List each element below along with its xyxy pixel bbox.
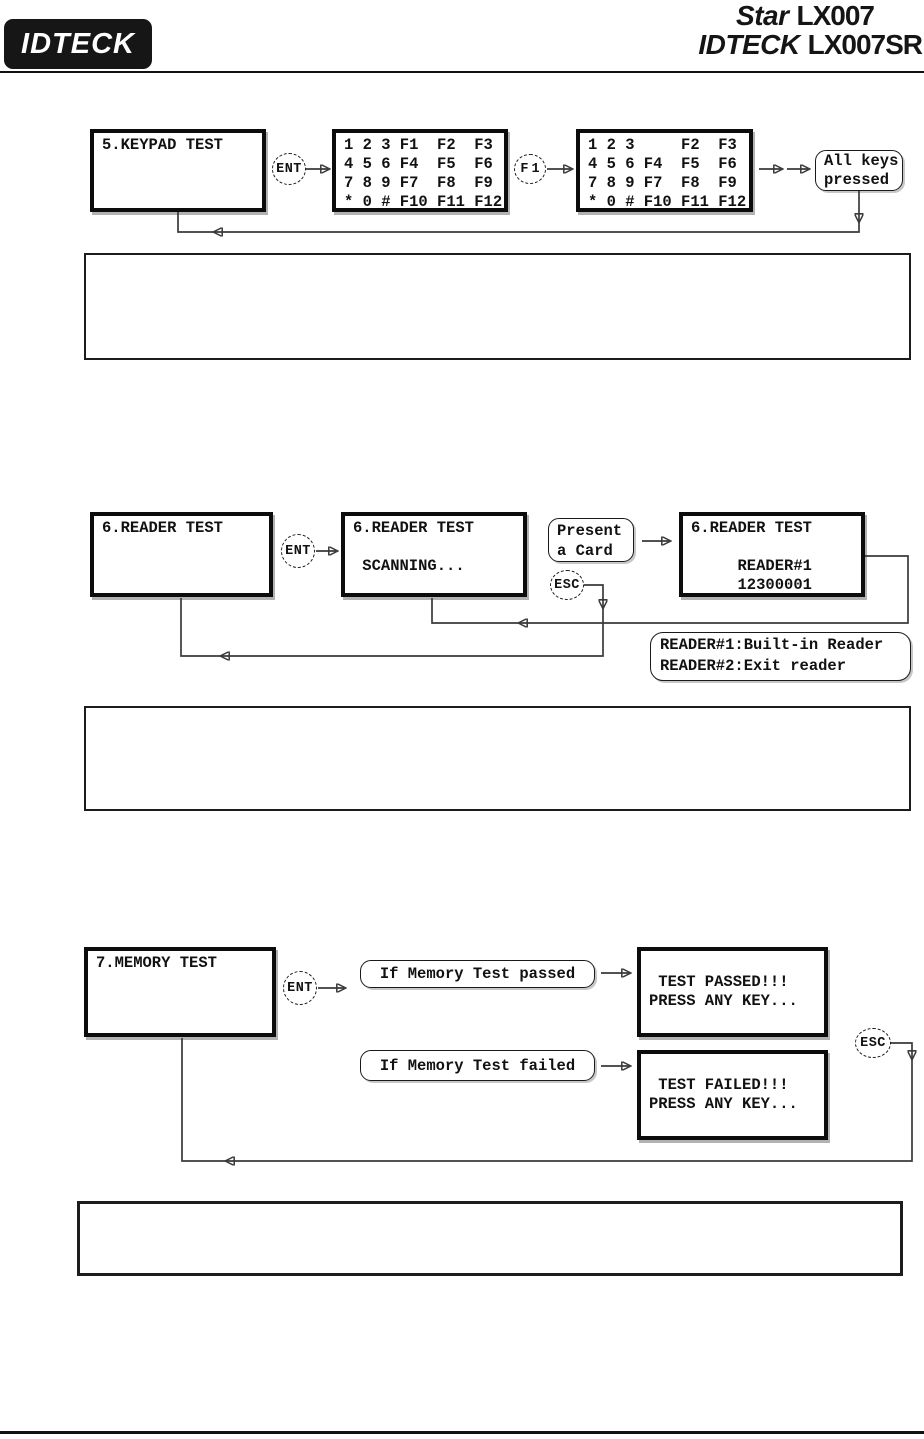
notes-box-keypad xyxy=(84,253,911,360)
lcd-keypad-test-menu: 5.KEYPAD TEST xyxy=(90,129,266,212)
f1-key: F1 xyxy=(514,154,546,184)
present-a-card-text: Present a Card xyxy=(557,522,623,560)
esc-key-memory-label: ESC xyxy=(860,1035,886,1051)
header-rule xyxy=(0,71,924,73)
idteck-logo: IDTECK xyxy=(4,19,152,69)
lcd-reader-result-text: 6.READER TEST READER#1 12300001 xyxy=(691,519,812,594)
return-line-memory-tail xyxy=(181,1038,227,1162)
reader-note-text: READER#1:Built-in Reader READER#2:Exit r… xyxy=(660,636,884,675)
lcd-memory-test-menu: 7.MEMORY TEST xyxy=(84,947,276,1037)
ent-key-3-label: ENT xyxy=(287,980,313,996)
esc-drop-memory xyxy=(890,1042,912,1058)
lx007sr-model-text: LX007SR xyxy=(807,29,923,60)
lcd-reader-scanning: 6.READER TEST SCANNING... xyxy=(341,512,527,597)
lcd-reader-scanning-text: 6.READER TEST SCANNING... xyxy=(353,519,474,575)
lcd-reader-test-menu-text: 6.READER TEST xyxy=(102,519,223,537)
lcd-test-passed-text: TEST PASSED!!! PRESS ANY KEY... xyxy=(649,973,798,1010)
lx007-model-text: LX007 xyxy=(796,0,875,31)
return-line-keypad xyxy=(215,221,860,232)
lcd-reader-result: 6.READER TEST READER#1 12300001 xyxy=(679,512,865,597)
notes-box-reader xyxy=(84,706,911,811)
lcd-test-failed: TEST FAILED!!! PRESS ANY KEY... xyxy=(637,1050,828,1140)
star-brand-text: Star xyxy=(736,0,789,31)
ent-key-2: ENT xyxy=(281,534,315,568)
return-line-reader-tail xyxy=(180,598,222,657)
lcd-keypad-matrix-full-text: 1 2 3 F1 F2 F3 4 5 6 F4 F5 F6 7 8 9 F7 F… xyxy=(344,136,503,211)
ent-key-3: ENT xyxy=(283,971,317,1005)
esc-key-reader: ESC xyxy=(550,570,584,600)
lcd-reader-test-menu: 6.READER TEST xyxy=(90,512,273,597)
lcd-test-passed: TEST PASSED!!! PRESS ANY KEY... xyxy=(637,947,828,1037)
lcd-test-failed-text: TEST FAILED!!! PRESS ANY KEY... xyxy=(649,1076,798,1113)
present-a-card-pill: Present a Card xyxy=(548,518,634,562)
return-line-reader xyxy=(222,607,604,656)
lcd-keypad-matrix-f1-pressed-text: 1 2 3 F2 F3 4 5 6 F4 F5 F6 7 8 9 F7 F8 F… xyxy=(588,136,747,211)
esc-drop-reader xyxy=(583,584,603,607)
reader-note-pill: READER#1:Built-in Reader READER#2:Exit r… xyxy=(650,632,911,681)
esc-key-memory: ESC xyxy=(855,1028,891,1058)
ent-key-1-label: ENT xyxy=(276,161,302,177)
idteck-logo-text: IDTECK xyxy=(21,27,135,60)
ent-key-2-label: ENT xyxy=(285,543,311,559)
lcd-keypad-matrix-f1-pressed: 1 2 3 F2 F3 4 5 6 F4 F5 F6 7 8 9 F7 F8 F… xyxy=(576,129,753,212)
return-line-keypad-tail xyxy=(177,212,215,233)
all-keys-pressed-text: All keys pressed xyxy=(824,152,899,189)
f1-key-label: F1 xyxy=(520,161,543,177)
notes-box-memory xyxy=(77,1201,903,1276)
ent-key-1: ENT xyxy=(272,153,306,185)
esc-key-reader-label: ESC xyxy=(554,577,580,593)
if-memory-test-passed-text: If Memory Test passed xyxy=(379,965,576,983)
if-memory-test-passed-pill: If Memory Test passed xyxy=(360,960,595,988)
return-result-tail xyxy=(431,598,520,624)
lcd-keypad-test-menu-text: 5.KEYPAD TEST xyxy=(102,136,223,154)
idteck-brand-text: IDTECK xyxy=(698,29,800,60)
lcd-memory-test-menu-text: 7.MEMORY TEST xyxy=(96,954,217,972)
if-memory-test-failed-pill: If Memory Test failed xyxy=(360,1050,595,1081)
footer-rule xyxy=(0,1431,924,1434)
all-keys-pressed-pill: All keys pressed xyxy=(815,150,903,191)
lcd-keypad-matrix-full: 1 2 3 F1 F2 F3 4 5 6 F4 F5 F6 7 8 9 F7 F… xyxy=(332,129,508,212)
if-memory-test-failed-text: If Memory Test failed xyxy=(379,1056,576,1075)
